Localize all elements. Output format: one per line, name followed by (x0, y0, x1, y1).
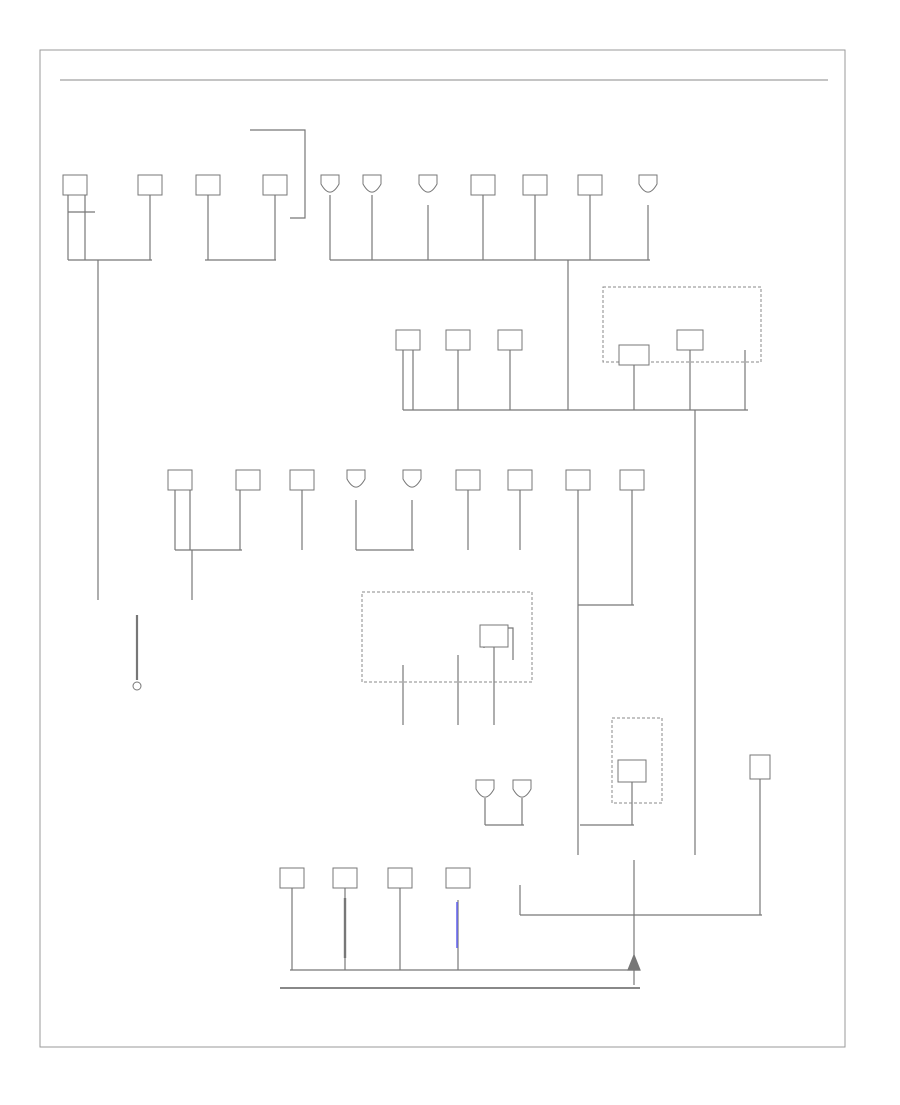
component-connector (507, 469, 533, 491)
dashed-housing (602, 286, 762, 363)
component-set (62, 174, 771, 889)
component-connector (565, 469, 591, 491)
dashed-housing (611, 717, 663, 804)
component-connector (167, 469, 193, 491)
wire-path (250, 129, 306, 219)
component-connector (475, 779, 495, 798)
component-connector (676, 329, 704, 351)
component-connector (62, 174, 88, 196)
component-connector (577, 174, 603, 196)
component-connector (618, 344, 650, 366)
component-connector (512, 779, 532, 798)
component-connector (195, 174, 221, 196)
wire-network (67, 129, 762, 989)
component-connector (617, 759, 647, 783)
component-connector (445, 867, 471, 889)
component-connector (445, 329, 471, 351)
component-connector (619, 469, 645, 491)
component-connector (470, 174, 496, 196)
ground-symbol (132, 681, 142, 691)
component-connector (387, 867, 413, 889)
component-connector (395, 329, 421, 351)
component-connector (362, 174, 382, 193)
wire-path (627, 953, 641, 971)
component-connector (402, 469, 422, 488)
component-connector (418, 174, 438, 193)
component-connector (279, 867, 305, 889)
dashed-housing (361, 591, 533, 683)
component-connector (455, 469, 481, 491)
component-connector (320, 174, 340, 193)
component-connector (346, 469, 366, 488)
component-connector (332, 867, 358, 889)
component-connector (749, 754, 771, 780)
component-connector (235, 469, 261, 491)
component-connector (289, 469, 315, 491)
component-connector (638, 174, 658, 193)
component-connector (137, 174, 163, 196)
diagram-frame (39, 49, 846, 1048)
component-connector (522, 174, 548, 196)
component-connector (262, 174, 288, 196)
component-connector (479, 624, 509, 648)
component-connector (497, 329, 523, 351)
